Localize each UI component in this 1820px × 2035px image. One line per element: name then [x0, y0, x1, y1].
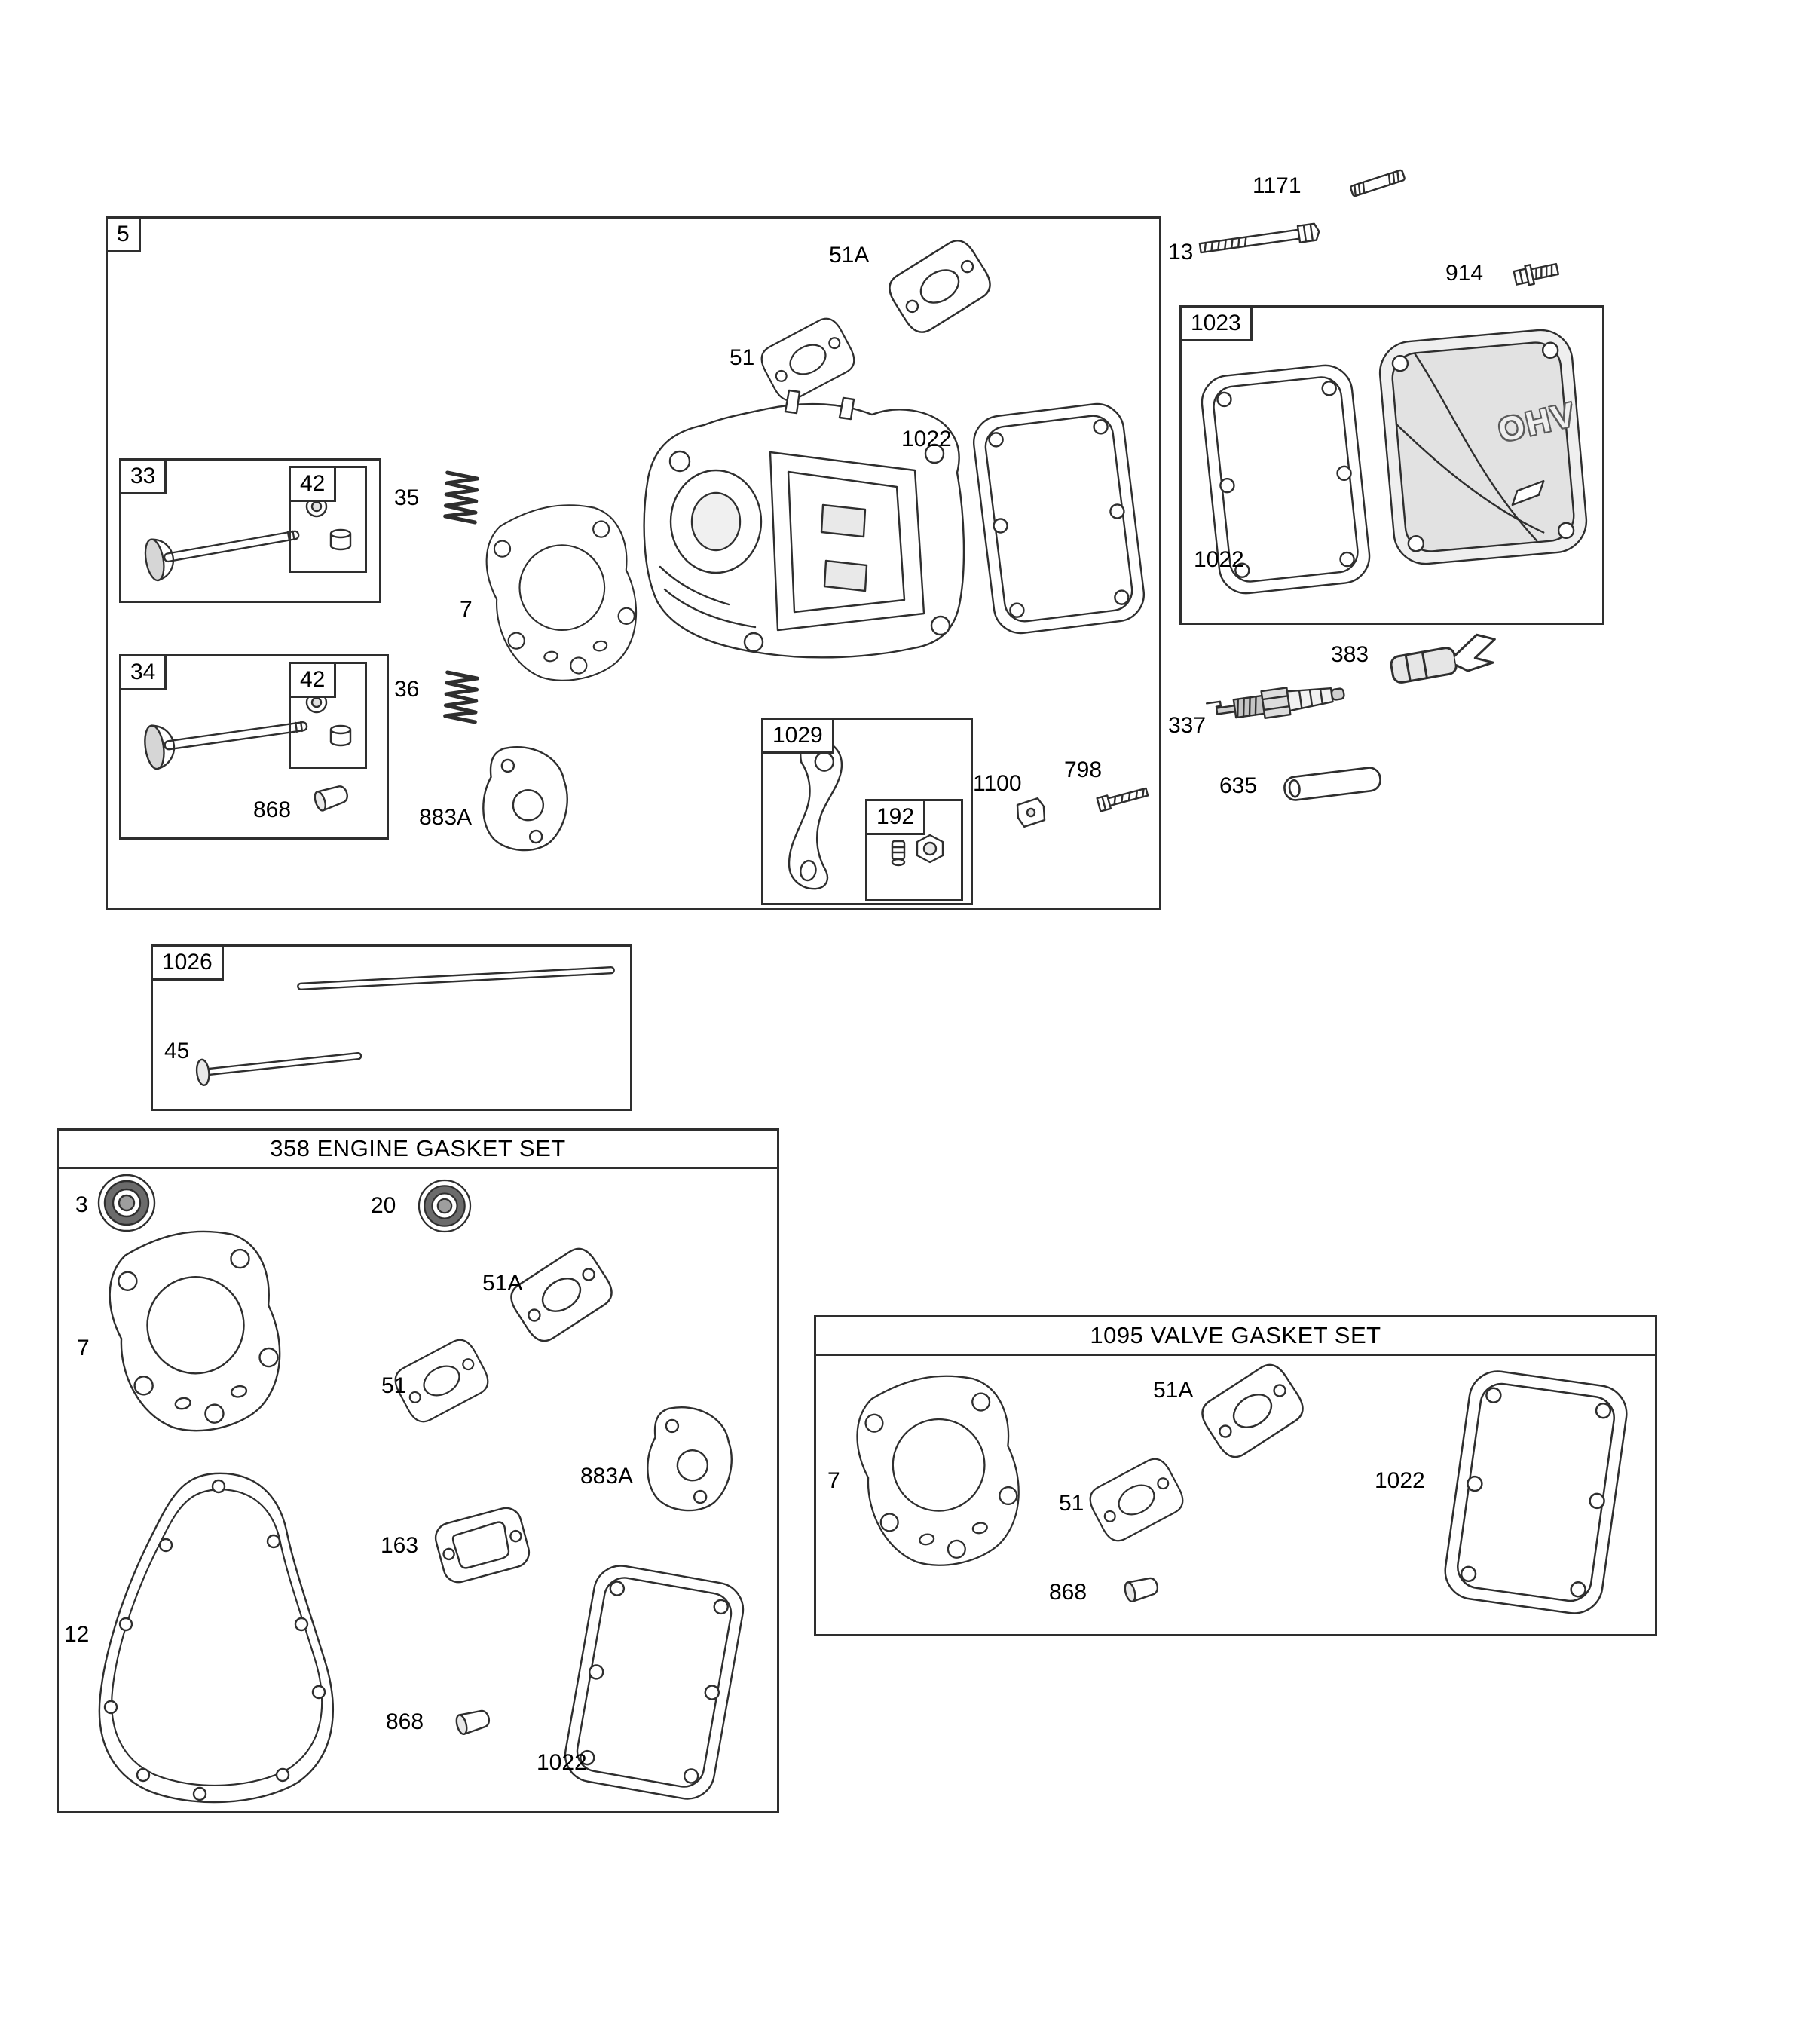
callout-35: 35 [394, 485, 420, 510]
part-terminal-383 [1387, 630, 1500, 685]
group-tag-5: 5 [106, 216, 141, 252]
callout-20: 20 [371, 1193, 396, 1218]
callout-635: 635 [1219, 773, 1258, 798]
callout-1171: 1171 [1253, 173, 1302, 198]
valve-gasket-set-title: 1095 VALVE GASKET SET [816, 1317, 1655, 1356]
group-box-1026: 1026 [151, 944, 632, 1111]
group-tag-1023: 1023 [1179, 305, 1253, 341]
callout-1022-head: 1022 [901, 427, 952, 451]
callout-13: 13 [1168, 240, 1194, 265]
part-valve-cover-ohv [1378, 329, 1588, 565]
callout-51-valve: 51 [1059, 1491, 1084, 1516]
group-box-34: 34 [119, 654, 389, 840]
engine-gasket-set-title: 358 ENGINE GASKET SET [59, 1131, 777, 1169]
callout-1100: 1100 [973, 771, 1022, 796]
group-box-192: 192 [865, 799, 963, 901]
callout-51a-valve: 51A [1153, 1378, 1194, 1403]
brand-diamond-logo [1511, 479, 1545, 506]
part-tube-635 [1282, 765, 1383, 803]
part-stud-1171 [1349, 169, 1406, 197]
callout-798: 798 [1064, 757, 1103, 782]
group-box-1029: 1029 [761, 718, 973, 905]
group-box-5: 5 [106, 216, 1161, 910]
callout-51-eng: 51 [381, 1373, 407, 1398]
callout-883a-eng: 883A [580, 1464, 634, 1489]
callout-12: 12 [64, 1622, 90, 1647]
group-tag-192: 192 [865, 799, 926, 835]
group-tag-33: 33 [119, 458, 167, 494]
callout-1022-cover: 1022 [1194, 547, 1244, 572]
group-box-42b: 42 [289, 662, 367, 769]
callout-1022-eng: 1022 [537, 1750, 587, 1775]
callout-868-valve: 868 [1049, 1580, 1087, 1605]
part-cylinder-head [643, 389, 965, 659]
callout-868-eng: 868 [386, 1709, 424, 1734]
group-tag-42b: 42 [289, 662, 337, 698]
part-bolt-914 [1512, 259, 1561, 289]
part-bolt-13 [1198, 222, 1321, 258]
callout-914: 914 [1445, 261, 1484, 286]
callout-7-eng: 7 [77, 1336, 90, 1360]
callout-7-valve: 7 [827, 1468, 840, 1493]
callout-51a-eng: 51A [482, 1271, 523, 1296]
callout-51a-head: 51A [829, 243, 870, 268]
group-tag-42a: 42 [289, 466, 337, 502]
group-box-33: 33 [119, 458, 381, 603]
part-spark-plug-337 [1205, 678, 1347, 727]
callout-36: 36 [394, 677, 420, 702]
callout-163: 163 [381, 1533, 419, 1558]
callout-51-head: 51 [730, 345, 755, 370]
callout-7-head: 7 [460, 597, 473, 622]
callout-1022-valve: 1022 [1375, 1468, 1425, 1493]
group-box-1023: 1023 [1179, 305, 1604, 625]
group-box-42a: 42 [289, 466, 367, 573]
callout-383: 383 [1331, 642, 1369, 667]
callout-337: 337 [1168, 713, 1207, 738]
callout-3: 3 [75, 1192, 88, 1217]
group-tag-1029: 1029 [761, 718, 834, 754]
part-crankcase-gasket-12 [98, 1472, 334, 1804]
group-box-358-engine-gasket-set: 358 ENGINE GASKET SET [57, 1128, 779, 1813]
group-tag-34: 34 [119, 654, 167, 690]
callout-868-head: 868 [253, 797, 292, 822]
callout-45: 45 [164, 1039, 190, 1063]
group-tag-1026: 1026 [151, 944, 224, 981]
callout-883a-head: 883A [419, 805, 473, 830]
group-box-1095-valve-gasket-set: 1095 VALVE GASKET SET [814, 1315, 1657, 1636]
